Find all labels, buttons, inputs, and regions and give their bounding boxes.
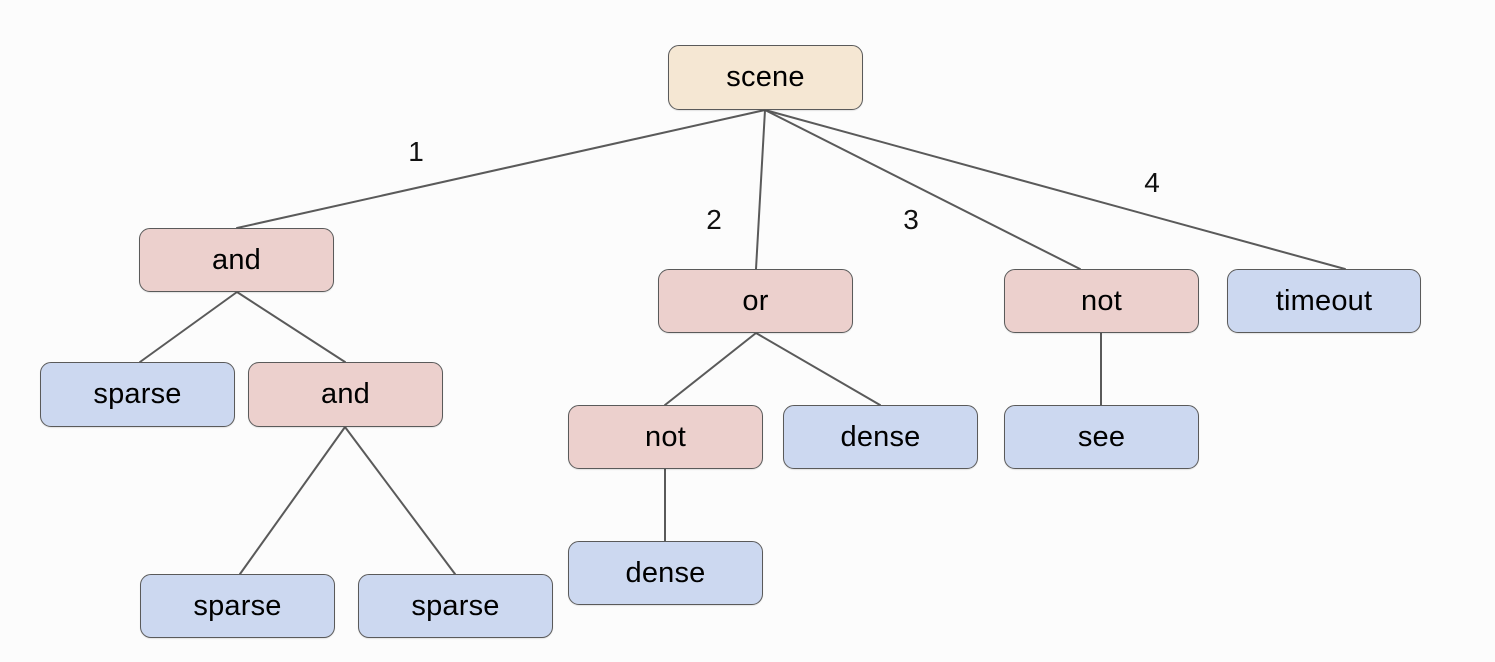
edge-and2-to-sparse2 (239, 426, 346, 575)
edge-or1-to-dense1 (755, 332, 881, 406)
edge-label-1: 1 (408, 136, 424, 167)
node-see1[interactable]: see (1004, 405, 1199, 469)
node-label-dense2: dense (625, 556, 706, 589)
node-label-sparse1: sparse (93, 378, 182, 410)
edge-scene-to-or1 (755, 109, 766, 270)
node-label-not1: not (1081, 284, 1122, 317)
edge-and1-to-and2 (236, 291, 346, 363)
edge-or1-to-not2 (664, 332, 757, 406)
node-label-sparse2: sparse (193, 589, 282, 622)
node-label-or1: or (742, 284, 769, 317)
node-label-see1: see (1077, 420, 1126, 453)
node-label-not2: not (645, 420, 686, 453)
node-sparse1[interactable]: sparse (40, 362, 235, 427)
node-sparse2[interactable]: sparse (140, 574, 335, 638)
edge-and1-to-sparse1 (139, 291, 238, 363)
node-label-timeout1: timeout (1275, 284, 1373, 317)
edge-scene-to-not1 (764, 109, 1081, 270)
edge-scene-to-timeout1 (764, 109, 1346, 270)
node-label-scene: scene (726, 61, 805, 93)
node-label-and1: and (212, 243, 261, 276)
edge-and2-to-sparse3 (344, 426, 456, 575)
node-dense2[interactable]: dense (568, 541, 763, 605)
node-sparse3[interactable]: sparse (358, 574, 553, 638)
node-and2[interactable]: and (248, 362, 443, 427)
edge-scene-to-and1 (236, 109, 766, 229)
node-not2[interactable]: not (568, 405, 763, 469)
node-label-dense1: dense (840, 420, 921, 453)
node-and1[interactable]: and (139, 228, 334, 292)
node-timeout1[interactable]: timeout (1227, 269, 1421, 333)
node-or1[interactable]: or (658, 269, 853, 333)
edge-label-4: 4 (1144, 167, 1160, 198)
edge-label-2: 2 (706, 204, 722, 235)
node-scene[interactable]: scene (668, 45, 863, 110)
node-label-sparse3: sparse (411, 589, 500, 622)
node-label-and2: and (321, 378, 370, 410)
edge-label-3: 3 (903, 204, 919, 235)
node-dense1[interactable]: dense (783, 405, 978, 469)
node-not1[interactable]: not (1004, 269, 1199, 333)
